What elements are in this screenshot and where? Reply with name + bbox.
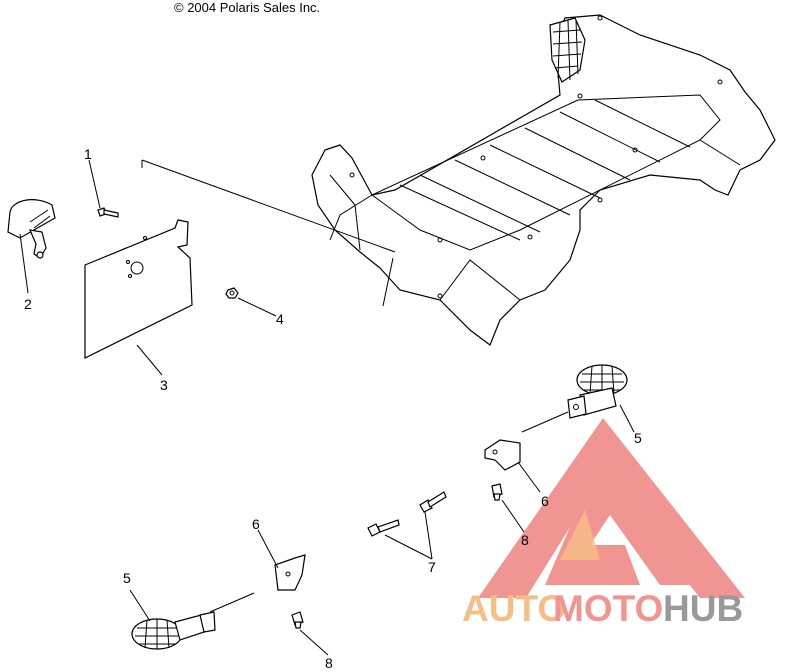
rear-body-frame — [311, 14, 776, 346]
watermark-triangle-outer — [478, 418, 745, 598]
callout-labels: 1 2 3 4 5 5 6 6 7 8 8 — [24, 146, 642, 671]
callout-5-left: 5 — [123, 570, 131, 586]
callout-4: 4 — [276, 311, 284, 327]
callout-3: 3 — [160, 377, 168, 393]
callout-8-right: 8 — [521, 532, 529, 548]
rivet-right — [491, 483, 503, 501]
rivet-left — [291, 611, 304, 629]
callout-6-left: 6 — [252, 516, 260, 532]
callout-8-left: 8 — [325, 655, 333, 671]
watermark-moto: MOTO — [553, 588, 663, 629]
license-plate — [84, 219, 193, 359]
bolts-part-7 — [367, 491, 447, 537]
callout-7: 7 — [428, 559, 436, 575]
callout-1: 1 — [84, 146, 92, 162]
copyright-text: © 2004 Polaris Sales Inc. — [174, 0, 320, 15]
tail-light-left — [131, 611, 216, 650]
callout-5-right: 5 — [634, 430, 642, 446]
callout-2: 2 — [24, 296, 32, 312]
watermark-hub: HUB — [663, 588, 743, 629]
license-lamp — [7, 199, 56, 259]
bracket-left — [274, 554, 306, 591]
plane-edge-right — [382, 257, 394, 307]
bracket-right — [484, 439, 521, 471]
leader-lines — [19, 159, 635, 656]
callout-6-right: 6 — [541, 493, 549, 509]
tail-light-right — [567, 364, 628, 419]
automotohub-watermark: AUTO MOTO HUB — [462, 418, 745, 629]
nut-part-4 — [225, 287, 239, 299]
plane-edge-top — [141, 159, 396, 253]
screw-part-1 — [97, 207, 119, 218]
watermark-auto: AUTO — [462, 588, 566, 629]
watermark-triangle-accent — [560, 510, 600, 560]
